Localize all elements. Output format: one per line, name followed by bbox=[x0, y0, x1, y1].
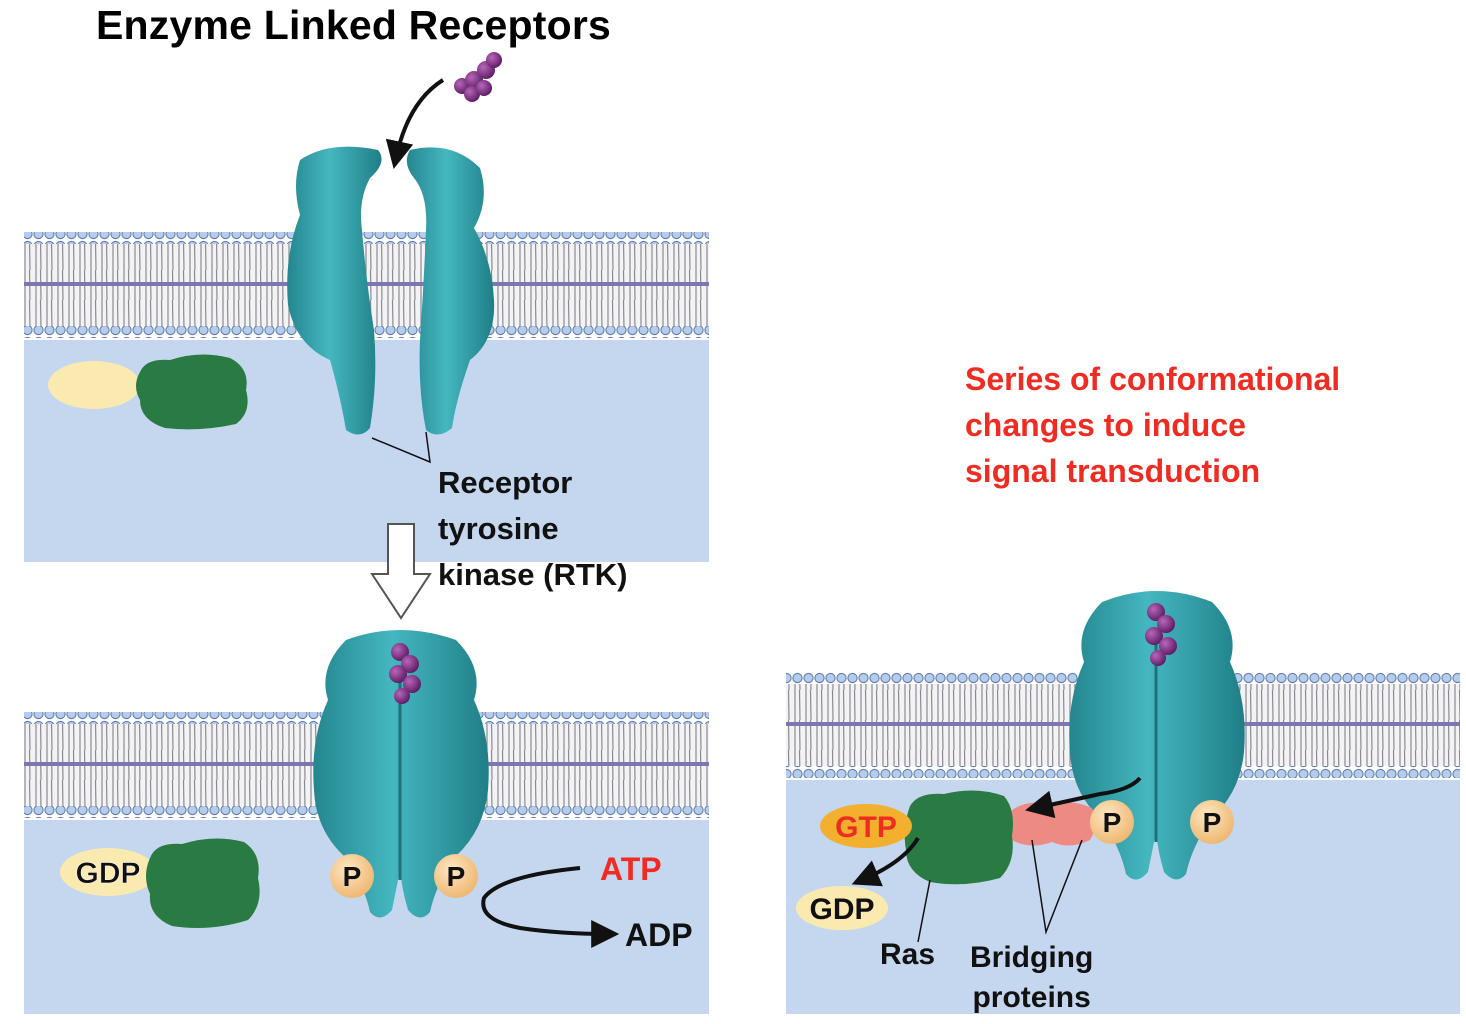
gdp-label: GDP bbox=[75, 857, 140, 890]
activation-arrow bbox=[1025, 776, 1142, 819]
note-line: signal transduction bbox=[965, 453, 1261, 489]
bridging-proteins-label: Bridging proteins bbox=[970, 938, 1093, 1018]
gdp-label: GDP bbox=[809, 893, 874, 926]
gtp-oval bbox=[820, 804, 912, 848]
ras-protein bbox=[904, 790, 1013, 885]
phosphate-right bbox=[434, 854, 478, 898]
gtp-label: GTP bbox=[835, 811, 897, 844]
rtk-label: Receptor tyrosine kinase (RTK) bbox=[438, 460, 627, 598]
ras-label: Ras bbox=[880, 938, 936, 971]
page-title: Enzyme Linked Receptors bbox=[96, 2, 611, 48]
ligand-molecule bbox=[1145, 603, 1177, 666]
panel-inactive-receptor bbox=[24, 52, 709, 562]
note-line: changes to induce bbox=[965, 407, 1246, 443]
gdp-oval bbox=[796, 886, 888, 930]
ras-protein bbox=[136, 354, 248, 430]
phosphate-label: P bbox=[343, 861, 362, 892]
rtk-label-line: tyrosine bbox=[438, 511, 559, 546]
receptor-dimer bbox=[313, 630, 489, 918]
panel-dimerized-receptor bbox=[24, 630, 709, 1014]
gdp-oval-empty bbox=[48, 361, 140, 409]
phosphate-label: P bbox=[1103, 807, 1122, 838]
ras-protein bbox=[146, 838, 260, 928]
phosphate-left bbox=[1090, 800, 1134, 844]
atp-label: ATP bbox=[600, 851, 662, 887]
note-line: Series of conformational bbox=[965, 361, 1341, 397]
panel-signal-transduction bbox=[786, 591, 1460, 1014]
bridging-proteins-shape bbox=[1008, 802, 1096, 846]
adp-label: ADP bbox=[625, 917, 693, 953]
rtk-pointer-line bbox=[371, 431, 431, 464]
ligand-molecule bbox=[454, 52, 502, 102]
gdp-oval bbox=[60, 848, 156, 896]
phosphate-right bbox=[1190, 800, 1234, 844]
receptor-monomer-left bbox=[287, 146, 382, 435]
phosphate-label: P bbox=[1203, 807, 1222, 838]
phosphate-left bbox=[330, 854, 374, 898]
bridging-label-line: Bridging bbox=[970, 941, 1094, 974]
bridging-pointer-line bbox=[1031, 839, 1083, 935]
ligand-binding-arrow bbox=[385, 78, 445, 169]
rtk-label-line: kinase (RTK) bbox=[438, 557, 628, 592]
transition-arrow bbox=[370, 523, 432, 620]
gdp-release-arrow bbox=[851, 836, 920, 887]
ligand-molecule bbox=[389, 643, 421, 704]
phosphate-label: P bbox=[447, 861, 466, 892]
bridging-label-line: proteins bbox=[972, 981, 1091, 1014]
ras-pointer-line bbox=[917, 879, 931, 943]
atp-adp-arrow bbox=[481, 866, 620, 948]
rtk-label-line: Receptor bbox=[438, 465, 573, 500]
conformational-change-note: Series of conformational changes to indu… bbox=[965, 356, 1340, 494]
receptor-monomer-right bbox=[406, 147, 495, 435]
